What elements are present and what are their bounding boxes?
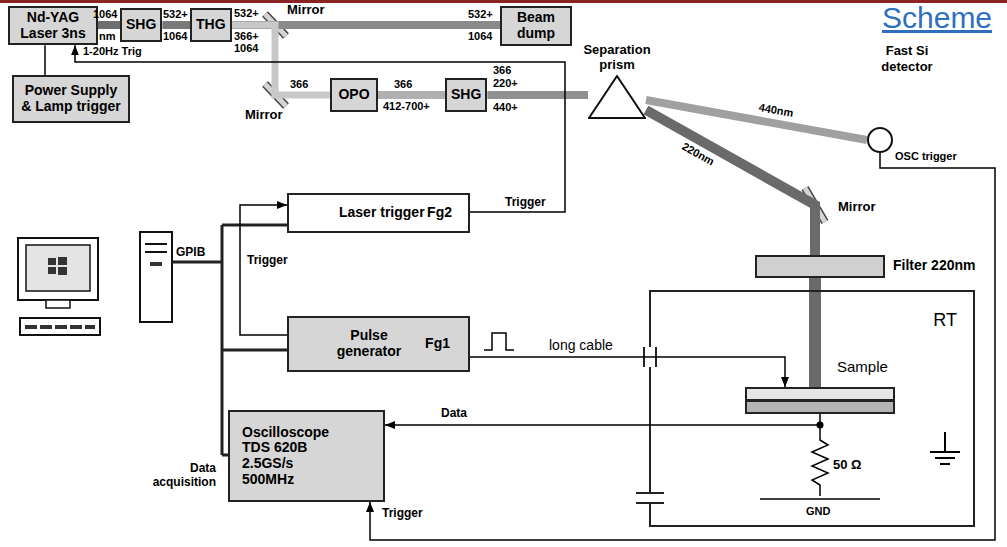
text-label: 440+ xyxy=(493,101,518,114)
box-label: Oscilloscope TDS 620B 2.5GS/s 500MHz xyxy=(242,425,347,488)
text-label: 366+ xyxy=(234,30,259,43)
process-box: SHG xyxy=(120,8,162,42)
edge-label: 1-20Hz Trig xyxy=(82,45,143,58)
text-label: 220+ xyxy=(493,77,518,90)
process-box: Beam dump xyxy=(500,6,572,46)
text-label: 412-700+ xyxy=(383,100,430,113)
text-label: 1064 xyxy=(468,30,492,43)
det-shape: Fast Si detector xyxy=(867,127,893,153)
edge-label: Trigger xyxy=(246,254,289,268)
top-rule xyxy=(0,0,1007,3)
text-label: 366 xyxy=(394,78,412,91)
text-label: 440nm xyxy=(758,101,795,120)
text-label: 1064 xyxy=(234,42,258,55)
gnd-bar xyxy=(760,498,880,500)
shape-label: Sample xyxy=(837,358,888,376)
box-label: Beam dump xyxy=(506,10,566,41)
edge-label: long cable xyxy=(548,337,614,353)
box-label: Fg2 xyxy=(427,205,452,221)
prism-outline xyxy=(588,75,646,119)
resistor-symbol xyxy=(812,425,828,496)
box-label: Pulse generator xyxy=(329,328,409,359)
signal-wire xyxy=(470,357,785,387)
process-box: OPO xyxy=(330,78,378,112)
box-label: THG xyxy=(196,17,226,33)
text-label: GND xyxy=(806,505,830,518)
process-box: Power Supply & Lamp trigger xyxy=(12,75,130,123)
laser-beam xyxy=(646,110,815,255)
process-box: Pulse generator Fg1 xyxy=(287,316,470,372)
signal-wire xyxy=(75,45,565,212)
shape-label: Separation prism xyxy=(576,42,658,73)
box-label: SHG xyxy=(451,87,481,103)
signal-wire xyxy=(44,45,46,75)
box-label: Laser trigger xyxy=(339,205,425,221)
rt-box-left-wall xyxy=(636,290,664,527)
laser-beam xyxy=(378,91,445,99)
prism-shape: Separation prism xyxy=(588,75,646,119)
text-label: 532+ xyxy=(468,8,493,21)
shape-label: Fast Si detector xyxy=(867,43,947,74)
process-box: Nd-YAG Laser 3ns xyxy=(8,6,98,45)
diagram-title: Scheme xyxy=(882,1,992,34)
filter-shape: Filter 220nm xyxy=(755,255,885,278)
text-label: Mirror xyxy=(287,3,325,18)
text-label: 532+ xyxy=(234,7,259,20)
laser-beam xyxy=(232,25,330,95)
process-box: Laser triggerFg2 xyxy=(287,193,470,233)
sample-shape: Sample xyxy=(745,387,895,414)
shape-label: Filter 220nm xyxy=(893,257,975,274)
rt-shape: RT Sample xyxy=(650,290,975,527)
computer-icon xyxy=(18,232,172,335)
box-label: Nd-YAG Laser 3ns xyxy=(14,10,92,41)
text-label: 1064 xyxy=(93,8,117,21)
text-label: GPIB xyxy=(176,246,205,260)
box-label: Power Supply & Lamp trigger xyxy=(21,83,121,114)
box-label: OPO xyxy=(338,87,369,103)
process-box: SHG xyxy=(445,78,487,112)
text-label: 1064 xyxy=(163,30,187,43)
ground-symbol xyxy=(930,432,960,464)
text-label: nm xyxy=(99,30,116,43)
signal-wire xyxy=(240,205,287,335)
prism-triangle xyxy=(589,76,645,118)
text-label: Trigger xyxy=(382,507,423,521)
text-label: 366 xyxy=(493,64,511,77)
process-box: THG xyxy=(190,8,232,42)
text-label: Data acquisition xyxy=(150,462,216,490)
text-label: 366 xyxy=(290,78,308,91)
box-label: Fg1 xyxy=(425,336,450,352)
laser-beam xyxy=(162,21,190,29)
text-label: Mirror xyxy=(245,108,283,123)
box-label: SHG xyxy=(126,17,156,33)
edge-label: Data xyxy=(440,407,468,421)
shape-label: RT xyxy=(933,310,957,332)
text-label: Mirror xyxy=(838,200,876,215)
text-label: Trigger xyxy=(505,196,546,210)
process-box: Oscilloscope TDS 620B 2.5GS/s 500MHz xyxy=(228,410,385,502)
edge-label: OSC trigger xyxy=(894,150,958,163)
text-label: 532+ xyxy=(163,8,188,21)
laser-beam xyxy=(809,278,821,387)
pulse-symbol xyxy=(484,333,514,350)
laser-beam xyxy=(98,21,120,29)
laser-beam xyxy=(487,91,588,99)
text-label: 50 Ω xyxy=(833,458,862,473)
